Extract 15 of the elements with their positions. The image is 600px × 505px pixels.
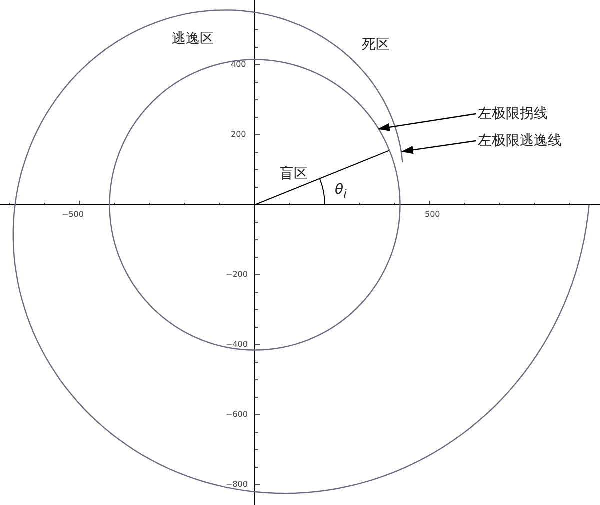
region-label: 死区 [362, 38, 390, 52]
leader-arrow [378, 113, 476, 132]
tick-label: 200 [231, 131, 246, 139]
spiral-curve [12, 10, 590, 494]
tick-label: 400 [231, 61, 246, 69]
region-label: 盲区 [280, 167, 308, 181]
leader-arrow [401, 140, 476, 154]
region-label: 逃逸区 [172, 32, 214, 46]
tick-label: −400 [226, 341, 248, 349]
tick-label: −600 [226, 411, 248, 419]
tick-label: 500 [425, 211, 440, 219]
tick-label: −800 [226, 481, 248, 489]
angle-label: θ$_{i}$ [335, 183, 347, 200]
tick-label: −200 [226, 271, 248, 279]
tick-label: −500 [62, 211, 84, 219]
